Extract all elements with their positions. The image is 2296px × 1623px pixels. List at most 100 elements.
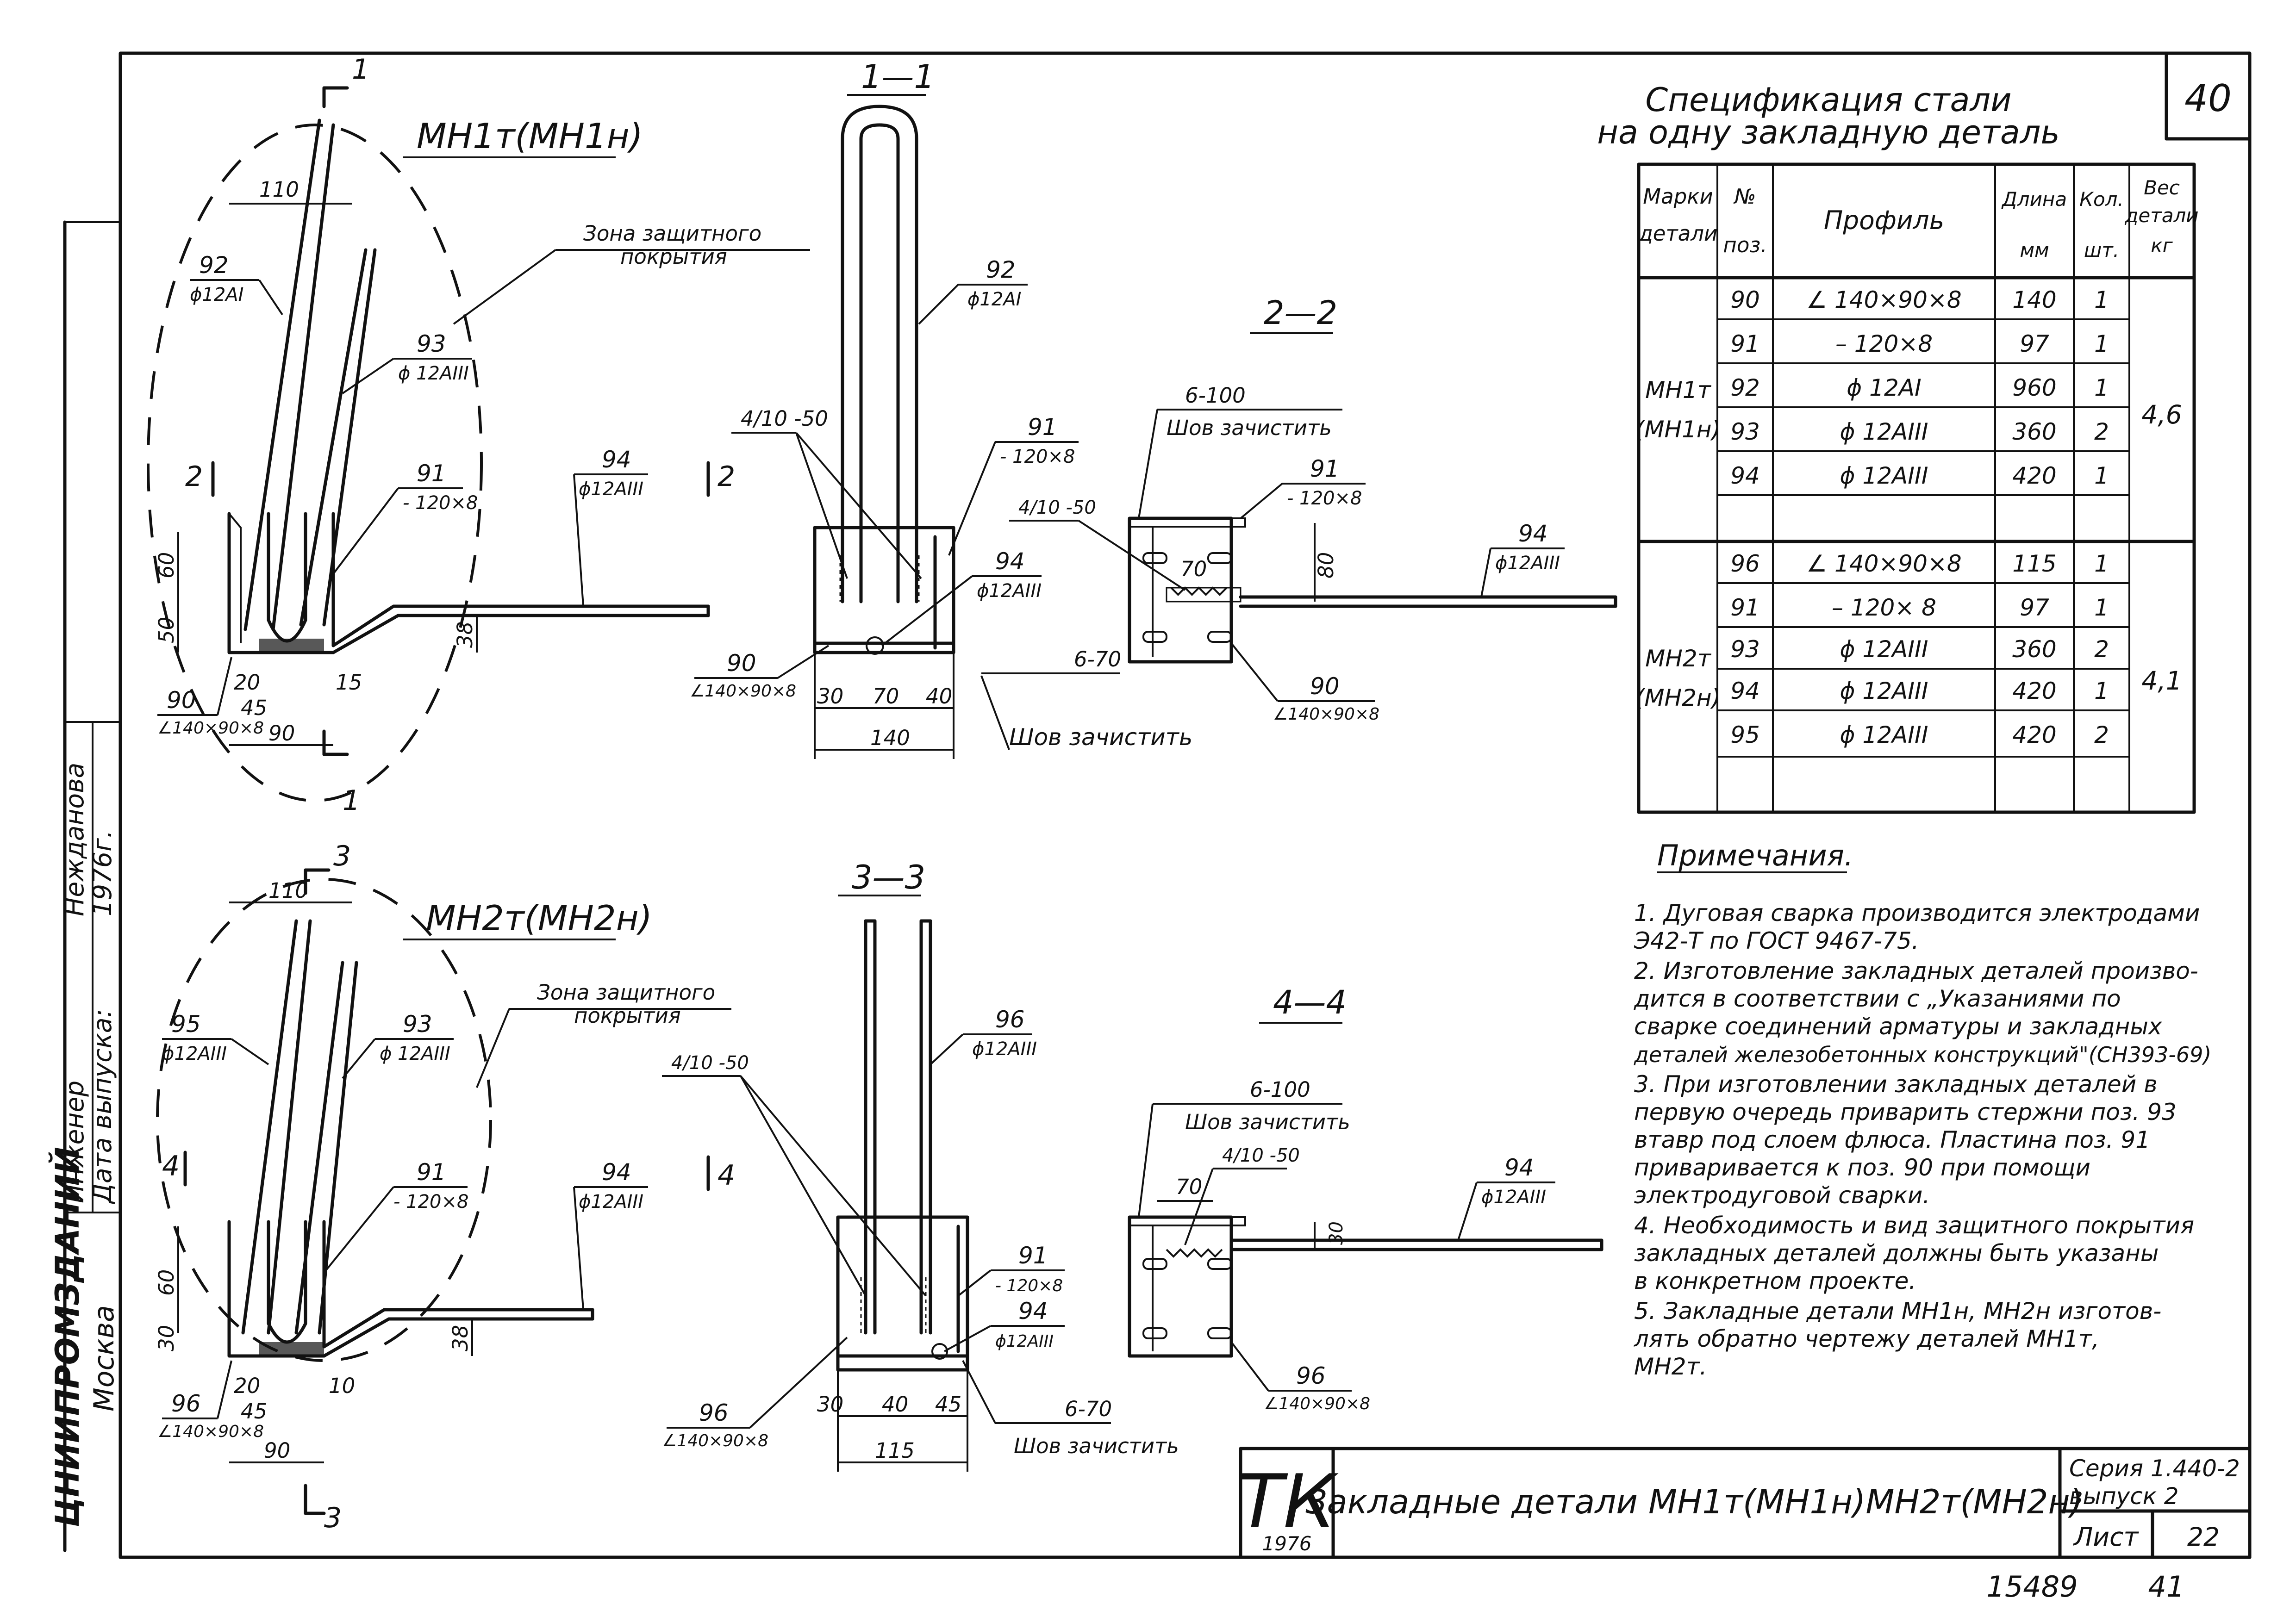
label-91-c-spec: - 120×8 — [1287, 488, 1362, 509]
label-94-d: 94 — [602, 1159, 631, 1186]
stamp-role-date: Дата выпуска: — [87, 1009, 117, 1205]
label-94-a-spec: ϕ12АIII — [579, 479, 643, 500]
note-line: деталей железобетонных конструкций"(СН39… — [1634, 1042, 2211, 1067]
label-93-a-spec: ϕ 12АIII — [398, 363, 469, 384]
spec-table: Спецификация стали на одну закладную дет… — [1597, 81, 2199, 814]
label-94-f: 94 — [1504, 1154, 1534, 1181]
cell-profile: ϕ 12АIII — [1840, 636, 1928, 663]
label-91-c: 91 — [1310, 455, 1340, 482]
label-91-a-spec: - 120×8 — [403, 492, 478, 514]
label-92-b: 92 — [986, 256, 1016, 283]
cell-qty: 1 — [2094, 462, 2109, 489]
weld-d: 4/10 -50 — [1018, 497, 1096, 518]
dim-10-d: 10 — [329, 1374, 355, 1398]
dim-45-e: 45 — [935, 1392, 961, 1417]
label-94-e-spec: ϕ12АIII — [995, 1332, 1054, 1351]
section-4-4-title: 4—4 — [1273, 983, 1347, 1021]
view-mh2: МН2т(МН2н) 3 3 4 4 110 60 30 20 45 10 90 — [154, 840, 735, 1534]
table-row: 90 ∠ 140×90×8 140 1 — [1730, 286, 2109, 313]
label-91-b-spec: - 120×8 — [1000, 446, 1075, 467]
dim-30-e: 30 — [817, 1392, 843, 1417]
hdr-mark-1: Марки — [1643, 184, 1713, 209]
stamp-name: Нежданова — [60, 763, 89, 916]
cell-length: 960 — [2012, 374, 2056, 401]
group2-mark-1: МН2т — [1645, 645, 1712, 672]
issue: выпуск 2 — [2069, 1483, 2179, 1510]
dim-40-e: 40 — [882, 1392, 908, 1417]
section-2-2: 2—2 80 70 6-100 Шов зачистить 4/10 -50 9… — [1009, 294, 1617, 724]
cell-profile: ϕ 12АIII — [1840, 721, 1928, 748]
dim-60-d: 60 — [154, 1269, 179, 1296]
note-line: лять обратно чертежу деталей МН1т, — [1634, 1325, 2099, 1352]
cell-qty: 1 — [2094, 286, 2109, 313]
note-line: 5. Закладные детали МН1н, МН2н изготов- — [1634, 1298, 2161, 1325]
weld-b: 6-70 — [1074, 647, 1121, 672]
group2-weight: 4,1 — [2141, 666, 2182, 696]
cut1-label-bottom: 1 — [343, 784, 360, 817]
label-94-b: 94 — [995, 548, 1025, 575]
cell-length: 97 — [2020, 594, 2049, 621]
label-92-a-spec: ϕ12АI — [190, 284, 243, 305]
section-3-3: 3—3 30 40 45 115 96 ϕ12АIII 4/10 -50 91 … — [662, 858, 1179, 1472]
sheet-frame — [63, 51, 2252, 1559]
zone-a-line2: покрытия — [620, 244, 727, 269]
cut3-label-bottom: 3 — [324, 1502, 342, 1534]
cell-qty: 1 — [2094, 594, 2109, 621]
section-1-1: 1—1 30 70 40 140 92 ϕ12АI 4/10 -50 91 - … — [690, 58, 1192, 759]
weld-g: 6-100 — [1250, 1077, 1310, 1102]
cell-pos: 94 — [1730, 678, 1760, 704]
logo-year: 1976 — [1262, 1532, 1312, 1555]
table-row: 94 ϕ 12АIII 420 1 — [1730, 462, 2109, 489]
hdr-mark-2: детали — [1638, 221, 1718, 246]
cell-profile: ∠ 140×90×8 — [1806, 550, 1961, 577]
label-96-d-spec: ∠140×90×8 — [157, 1422, 264, 1441]
dim-140-b: 140 — [870, 726, 910, 750]
dim-20-a: 20 — [234, 670, 260, 695]
cut4-label-right: 4 — [718, 1159, 735, 1192]
weld-clean-d: Шов зачистить — [1185, 1110, 1350, 1134]
cell-length: 420 — [2012, 678, 2056, 704]
weld-e: 4/10 -50 — [671, 1052, 749, 1074]
cut2-label-left: 2 — [185, 460, 203, 493]
label-91-d: 91 — [417, 1159, 446, 1186]
dim-40-b: 40 — [926, 684, 952, 709]
label-90-a-spec: ∠140×90×8 — [157, 719, 264, 738]
dim-90-d: 90 — [264, 1438, 290, 1463]
section-2-2-title: 2—2 — [1264, 294, 1337, 332]
bottom-left-number: 15489 — [1986, 1570, 2078, 1604]
label-93-a: 93 — [417, 330, 446, 357]
title-block: ТК 1976 Закладные детали МН1т(МН1н)МН2т(… — [1238, 1447, 2252, 1559]
table-row: 91 – 120× 8 97 1 — [1730, 594, 2109, 621]
cut4-label-left: 4 — [162, 1150, 180, 1182]
dim-70-c: 70 — [1180, 557, 1207, 581]
spec-title-2: на одну закладную деталь — [1597, 113, 2060, 151]
label-91-d-spec: - 120×8 — [393, 1191, 468, 1213]
label-92-a: 92 — [199, 252, 229, 279]
stamp-year: 1976г. — [87, 830, 117, 916]
dim-110-a: 110 — [259, 177, 299, 202]
label-91-e-spec: - 120×8 — [995, 1276, 1063, 1295]
cell-profile: ∠ 140×90×8 — [1806, 286, 1961, 313]
table-row: 95 ϕ 12АIII 420 2 — [1730, 721, 2109, 748]
dim-45-d: 45 — [241, 1399, 267, 1424]
cell-pos: 93 — [1730, 636, 1760, 663]
label-94-c: 94 — [1518, 520, 1548, 547]
view-mh2-title: МН2т(МН2н) — [426, 898, 652, 939]
cell-qty: 2 — [2094, 636, 2109, 663]
group1-mark-1: МН1т — [1645, 377, 1712, 404]
label-91-e: 91 — [1018, 1242, 1048, 1269]
cell-profile: ϕ 12АIII — [1840, 678, 1928, 704]
cell-qty: 1 — [2094, 550, 2109, 577]
hdr-length-2: мм — [2020, 239, 2049, 261]
label-90-c: 90 — [1310, 673, 1340, 700]
dim-70-b: 70 — [873, 684, 899, 709]
hdr-qty-2: шт. — [2084, 239, 2119, 261]
weld-c: 6-100 — [1185, 383, 1246, 408]
cell-length: 97 — [2020, 330, 2049, 357]
label-91-b: 91 — [1028, 414, 1057, 441]
table-row: 92 ϕ 12АI 960 1 — [1730, 374, 2109, 401]
dim-30-b: 30 — [817, 684, 843, 709]
cell-profile: ϕ 12АIII — [1840, 418, 1928, 445]
cell-pos: 91 — [1730, 330, 1760, 357]
